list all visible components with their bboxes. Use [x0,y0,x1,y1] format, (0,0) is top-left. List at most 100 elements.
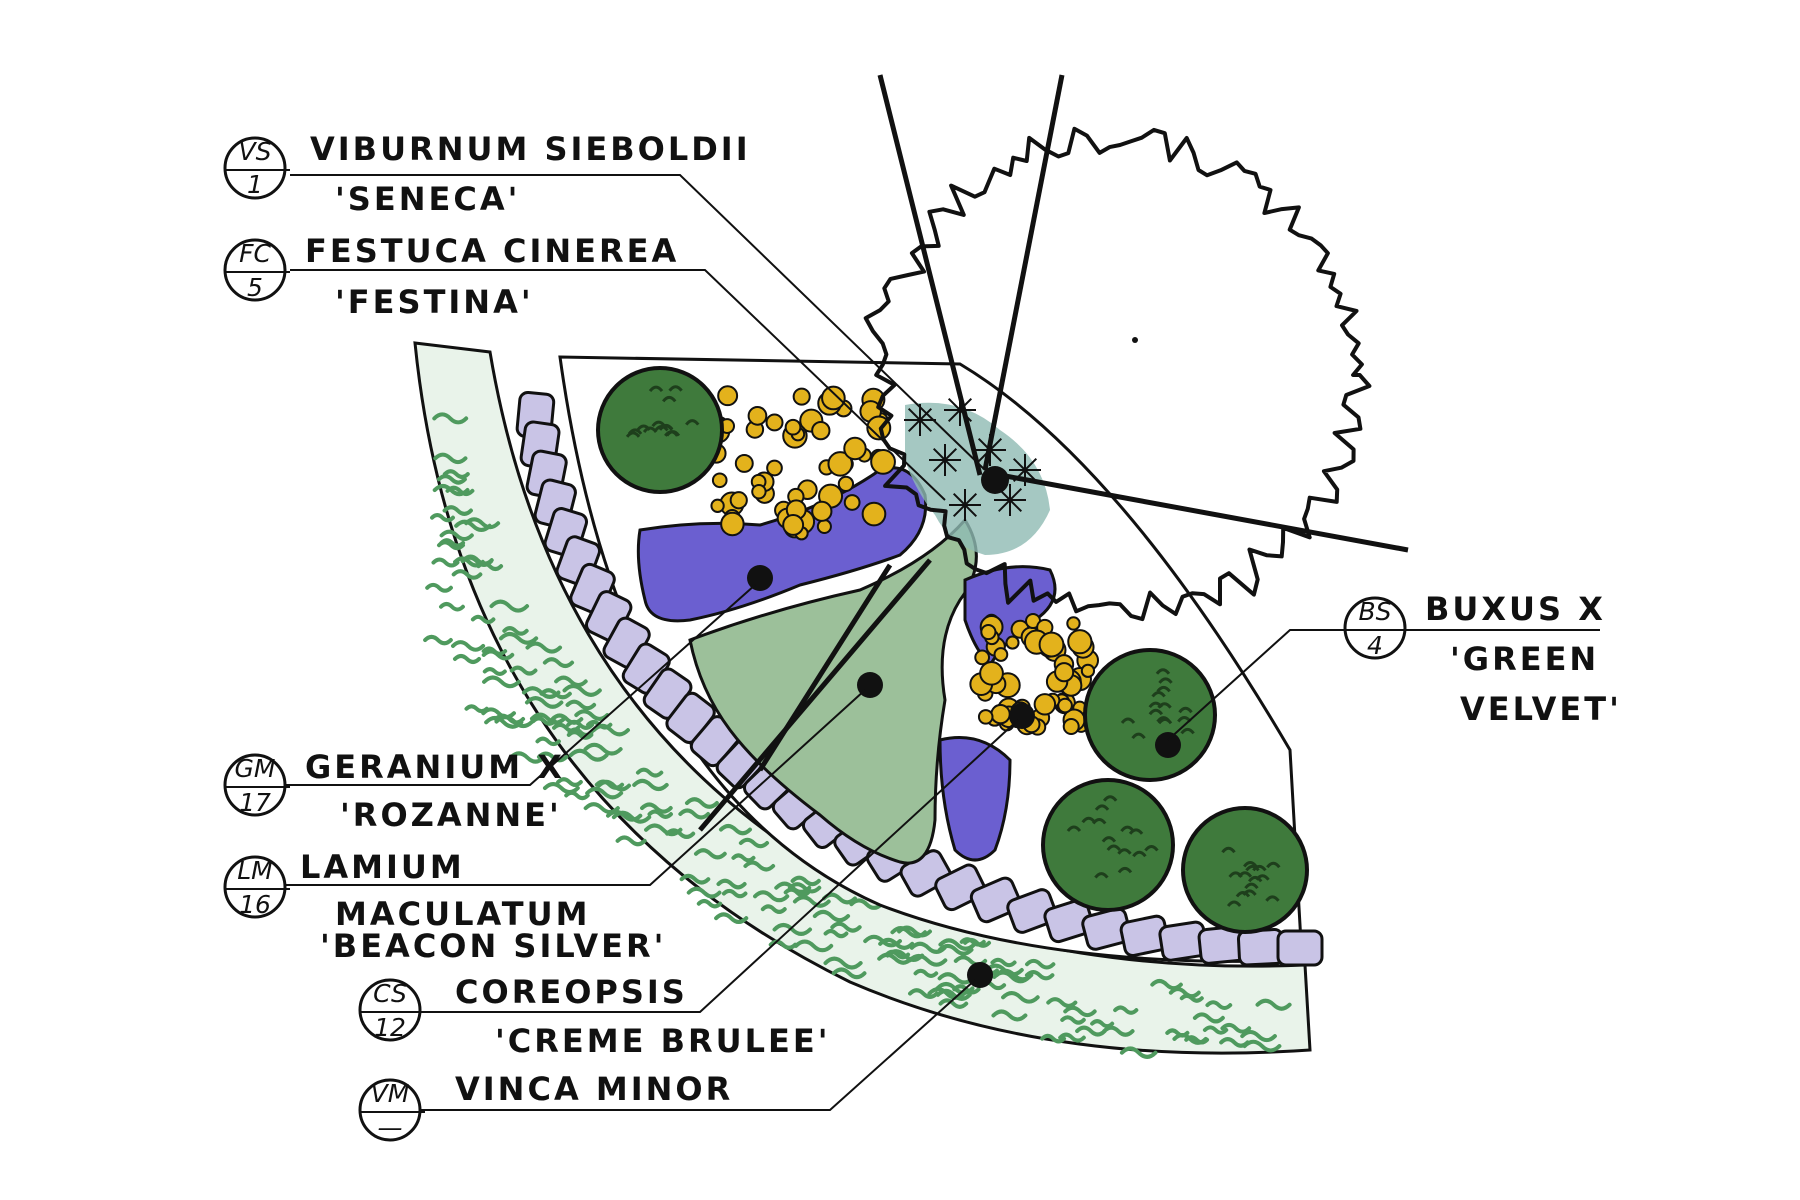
tag-qty: 5 [247,273,263,302]
vinca-squiggle [556,777,583,787]
tag-code: GM [235,754,276,783]
festuca-blade [919,407,933,421]
vinca-squiggle [753,890,790,903]
vinca-squiggle [482,667,507,677]
shrub-leaf-mark [1248,875,1263,883]
shrub-leaf-mark [1117,866,1133,874]
tag-circle [1343,596,1407,660]
vinca-squiggle [1058,1032,1086,1043]
plant-label-fc: FC 5 FESTUCA CINEREA 'FESTINA' [223,232,676,321]
shrub-leaf-mark [1155,668,1171,675]
paver-stone [1276,929,1324,967]
tag-code: VM [371,1079,410,1108]
vinca-squiggle [436,474,467,485]
vinca-squiggle [823,928,849,939]
leader-bs [1167,629,1600,741]
plant-name-line-2: 'SENECA' [335,180,520,218]
coreopsis-flower [1054,662,1075,683]
vinca-squiggle [439,602,465,612]
tag-circle [358,1078,422,1142]
coreopsis-flower [816,518,832,535]
vinca-squiggle [521,686,561,699]
shrub-leaf-mark [1178,706,1193,714]
festuca-blade [1009,499,1023,513]
vinca-squiggle [1168,987,1201,999]
vinca-squiggle [583,802,620,815]
plant-name-line-2: 'CREME BRULEE' [495,1022,831,1060]
plant-name-line-2: 'GREEN [1450,640,1599,678]
vinca-squiggle [952,984,981,995]
festuca-blade [952,504,966,518]
vinca-squiggle [430,513,455,523]
vinca-squiggle [793,939,834,953]
vinca-squiggle [991,1009,1028,1022]
vinca-squiggle [464,517,501,530]
vinca-squiggle [935,988,972,1001]
vinca-squiggle [908,988,939,999]
vinca-squiggle [1090,1019,1115,1029]
leader-vm [420,979,976,1111]
shrub-leaf-mark [1117,848,1132,855]
shrub-leaf-mark [1158,677,1173,684]
festuca-blade [964,504,978,518]
vinca-squiggle [554,675,588,688]
leader-lines [260,174,1600,1111]
vinca-squiggle [823,956,863,970]
coreopsis-flower [861,501,887,527]
plant-name-line-1: GERANIUM X [305,748,565,786]
vinca-squiggle [425,582,453,593]
vinca-squiggle [564,790,590,801]
shrub-leaf-mark [1101,836,1117,843]
coreopsis-flower [751,483,767,500]
vinca-squiggle [436,540,466,551]
vinca-squiggle [431,557,460,568]
tag-qty: 4 [1367,631,1383,660]
vinca-squiggle [863,934,902,948]
vinca-squiggle [1102,1025,1135,1037]
shrub-leaf-mark [1157,717,1173,725]
coreopsis-flower [811,500,833,522]
vinca-squiggle [792,895,831,908]
vinca-squiggle [990,957,1017,968]
coreopsis-flower [784,418,802,436]
paver-stone [1006,888,1058,934]
plant-name-line-2: 'ROZANNE' [340,796,562,834]
shrub-leaf-mark [1148,708,1164,716]
shrub-leaf-mark [1221,846,1236,854]
plant-name-line-1: BUXUS X [1425,590,1606,628]
festuca-blade [907,407,921,421]
plant-name-line-3: 'BEACON SILVER' [320,927,666,965]
vinca-squiggle [484,715,524,729]
coreopsis-flower [1033,693,1057,716]
coreopsis-flower [870,449,896,475]
shrub-leaf-mark [1244,882,1259,890]
vinca-squiggle [1060,1015,1086,1025]
plant-label-gm: GM 17 GERANIUM X 'ROZANNE' [223,748,565,834]
vinca-squiggle [731,853,756,863]
geranium-center-dot [747,565,773,591]
shrub-leaf-mark [658,423,674,431]
shrub-leaf-mark [1245,864,1260,872]
coreopsis-flower [843,436,867,461]
shrub-leaf-mark [1092,818,1107,825]
vinca-squiggle [535,736,561,747]
vinca-squiggle [787,882,822,894]
vinca-squiggle [509,665,538,676]
festuca-blade [952,492,966,506]
festuca-blade [947,409,961,423]
vinca-squiggle [1220,1022,1252,1034]
leader-cs [420,719,1019,1013]
tag-code: BS [1358,597,1391,626]
vinca-squiggle [831,967,867,980]
shrub-leaf-mark [1237,871,1253,878]
coreopsis-flower [993,647,1009,662]
shrub-leaf-mark [1265,895,1280,902]
shrub-leaf-mark [1066,825,1082,832]
vinca-squiggle [451,569,483,580]
shrub-leaf-mark [1094,872,1109,879]
coreopsis-flower [1038,631,1065,658]
vinca-squiggle [909,941,947,954]
festuca-blade [919,419,933,433]
vinca-squiggle [938,938,977,951]
viburnum-trunk-dot [1132,337,1138,343]
